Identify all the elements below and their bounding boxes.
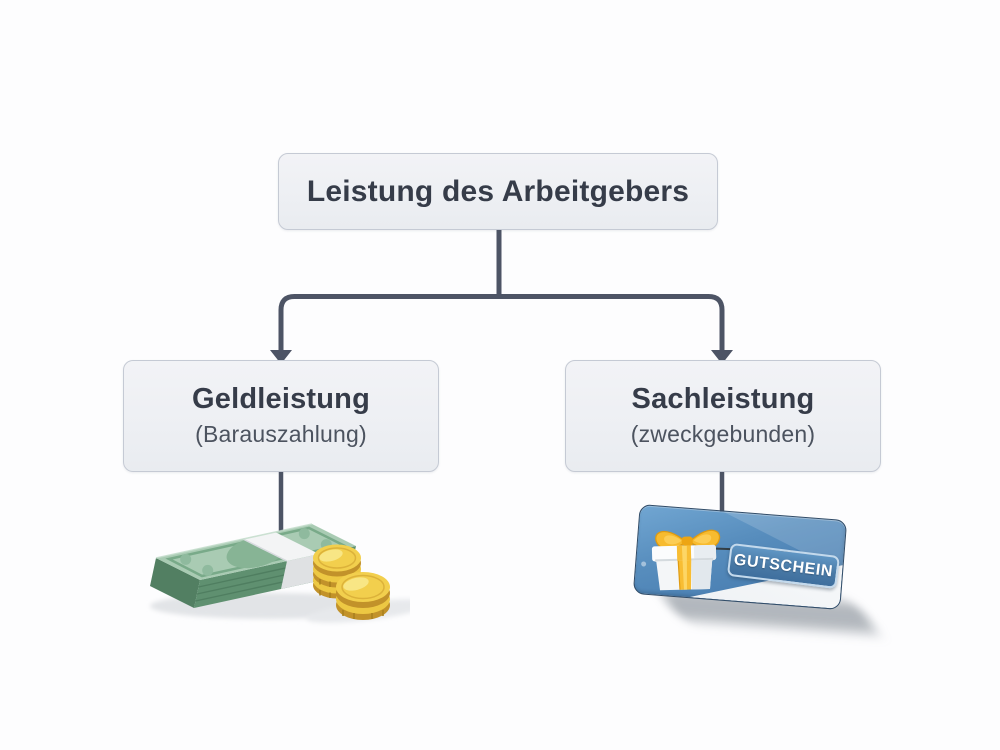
sachleistung-title: Sachleistung: [631, 382, 815, 415]
geldleistung-subtitle: (Barauszahlung): [195, 421, 367, 448]
root-node-title: Leistung des Arbeitgebers: [306, 175, 690, 208]
coin-stack-right: [336, 572, 390, 620]
gift-box-icon: [651, 529, 721, 591]
right-arrowhead-icon: [711, 350, 733, 364]
cash-money-illustration: [150, 523, 410, 623]
node-sachleistung: Sachleistung (zweckgebunden): [565, 360, 881, 472]
branch-bracket-line: [278, 294, 725, 353]
node-geldleistung: Geldleistung (Barauszahlung): [123, 360, 439, 472]
root-node-box: Leistung des Arbeitgebers: [278, 153, 718, 230]
band-front: [281, 554, 319, 589]
sachleistung-subtitle: (zweckgebunden): [630, 421, 816, 448]
band-top: [243, 532, 319, 561]
voucher-card-illustration: GUTSCHEIN: [632, 503, 848, 611]
left-arrowhead-icon: [270, 350, 292, 364]
geldleistung-title: Geldleistung: [191, 382, 371, 415]
